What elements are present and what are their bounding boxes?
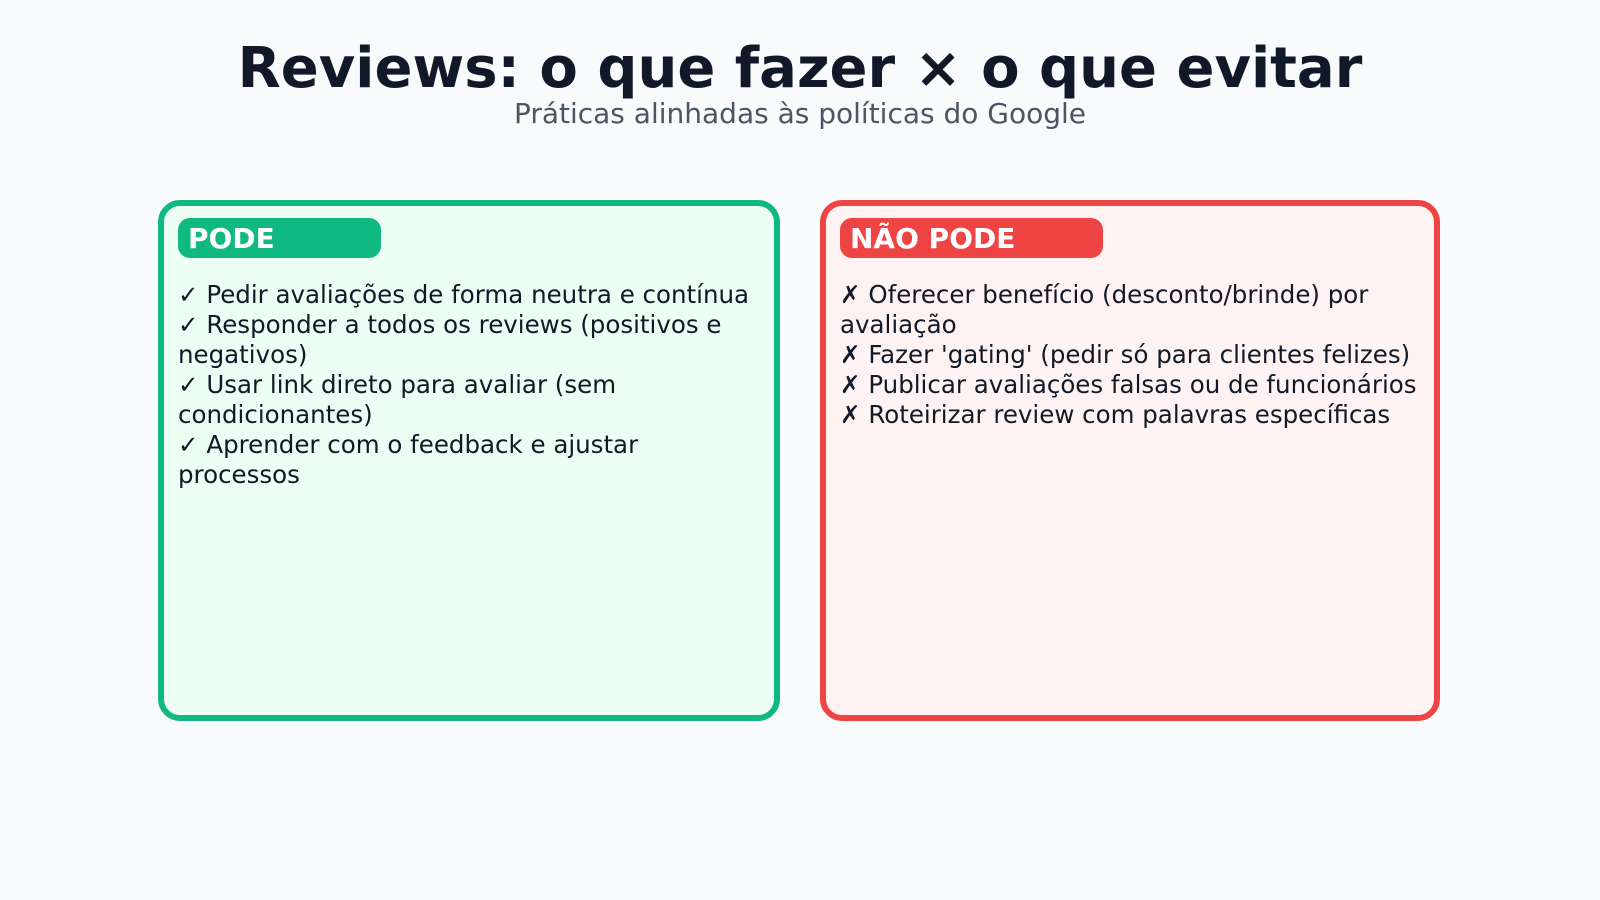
nao-pode-badge: NÃO PODE: [840, 218, 1103, 258]
pode-badge: PODE: [178, 218, 381, 258]
list-item: ✓ Aprender com o feedback e ajustar proc…: [178, 430, 639, 489]
page-subtitle: Práticas alinhadas às políticas do Googl…: [513, 97, 1087, 130]
nao-pode-list: ✗ Oferecer benefício (desconto/brinde) p…: [840, 280, 1424, 430]
list-item: ✗ Roteirizar review com palavras específ…: [840, 400, 1391, 429]
nao-pode-card: NÃO PODE ✗ Oferecer benefício (desconto/…: [820, 200, 1440, 721]
page-title: Reviews: o que fazer × o que evitar: [237, 36, 1363, 101]
list-item: ✓ Usar link direto para avaliar (sem con…: [178, 370, 617, 429]
list-item: ✓ Responder a todos os reviews (positivo…: [178, 310, 722, 369]
list-item: ✗ Oferecer benefício (desconto/brinde) p…: [840, 280, 1369, 339]
list-item: ✗ Fazer 'gating' (pedir só para clientes…: [840, 340, 1411, 369]
pode-list: ✓ Pedir avaliações de forma neutra e con…: [178, 280, 764, 490]
list-item: ✗ Publicar avaliações falsas ou de funci…: [840, 370, 1417, 399]
pode-card: PODE ✓ Pedir avaliações de forma neutra …: [158, 200, 780, 721]
list-item: ✓ Pedir avaliações de forma neutra e con…: [178, 280, 750, 309]
